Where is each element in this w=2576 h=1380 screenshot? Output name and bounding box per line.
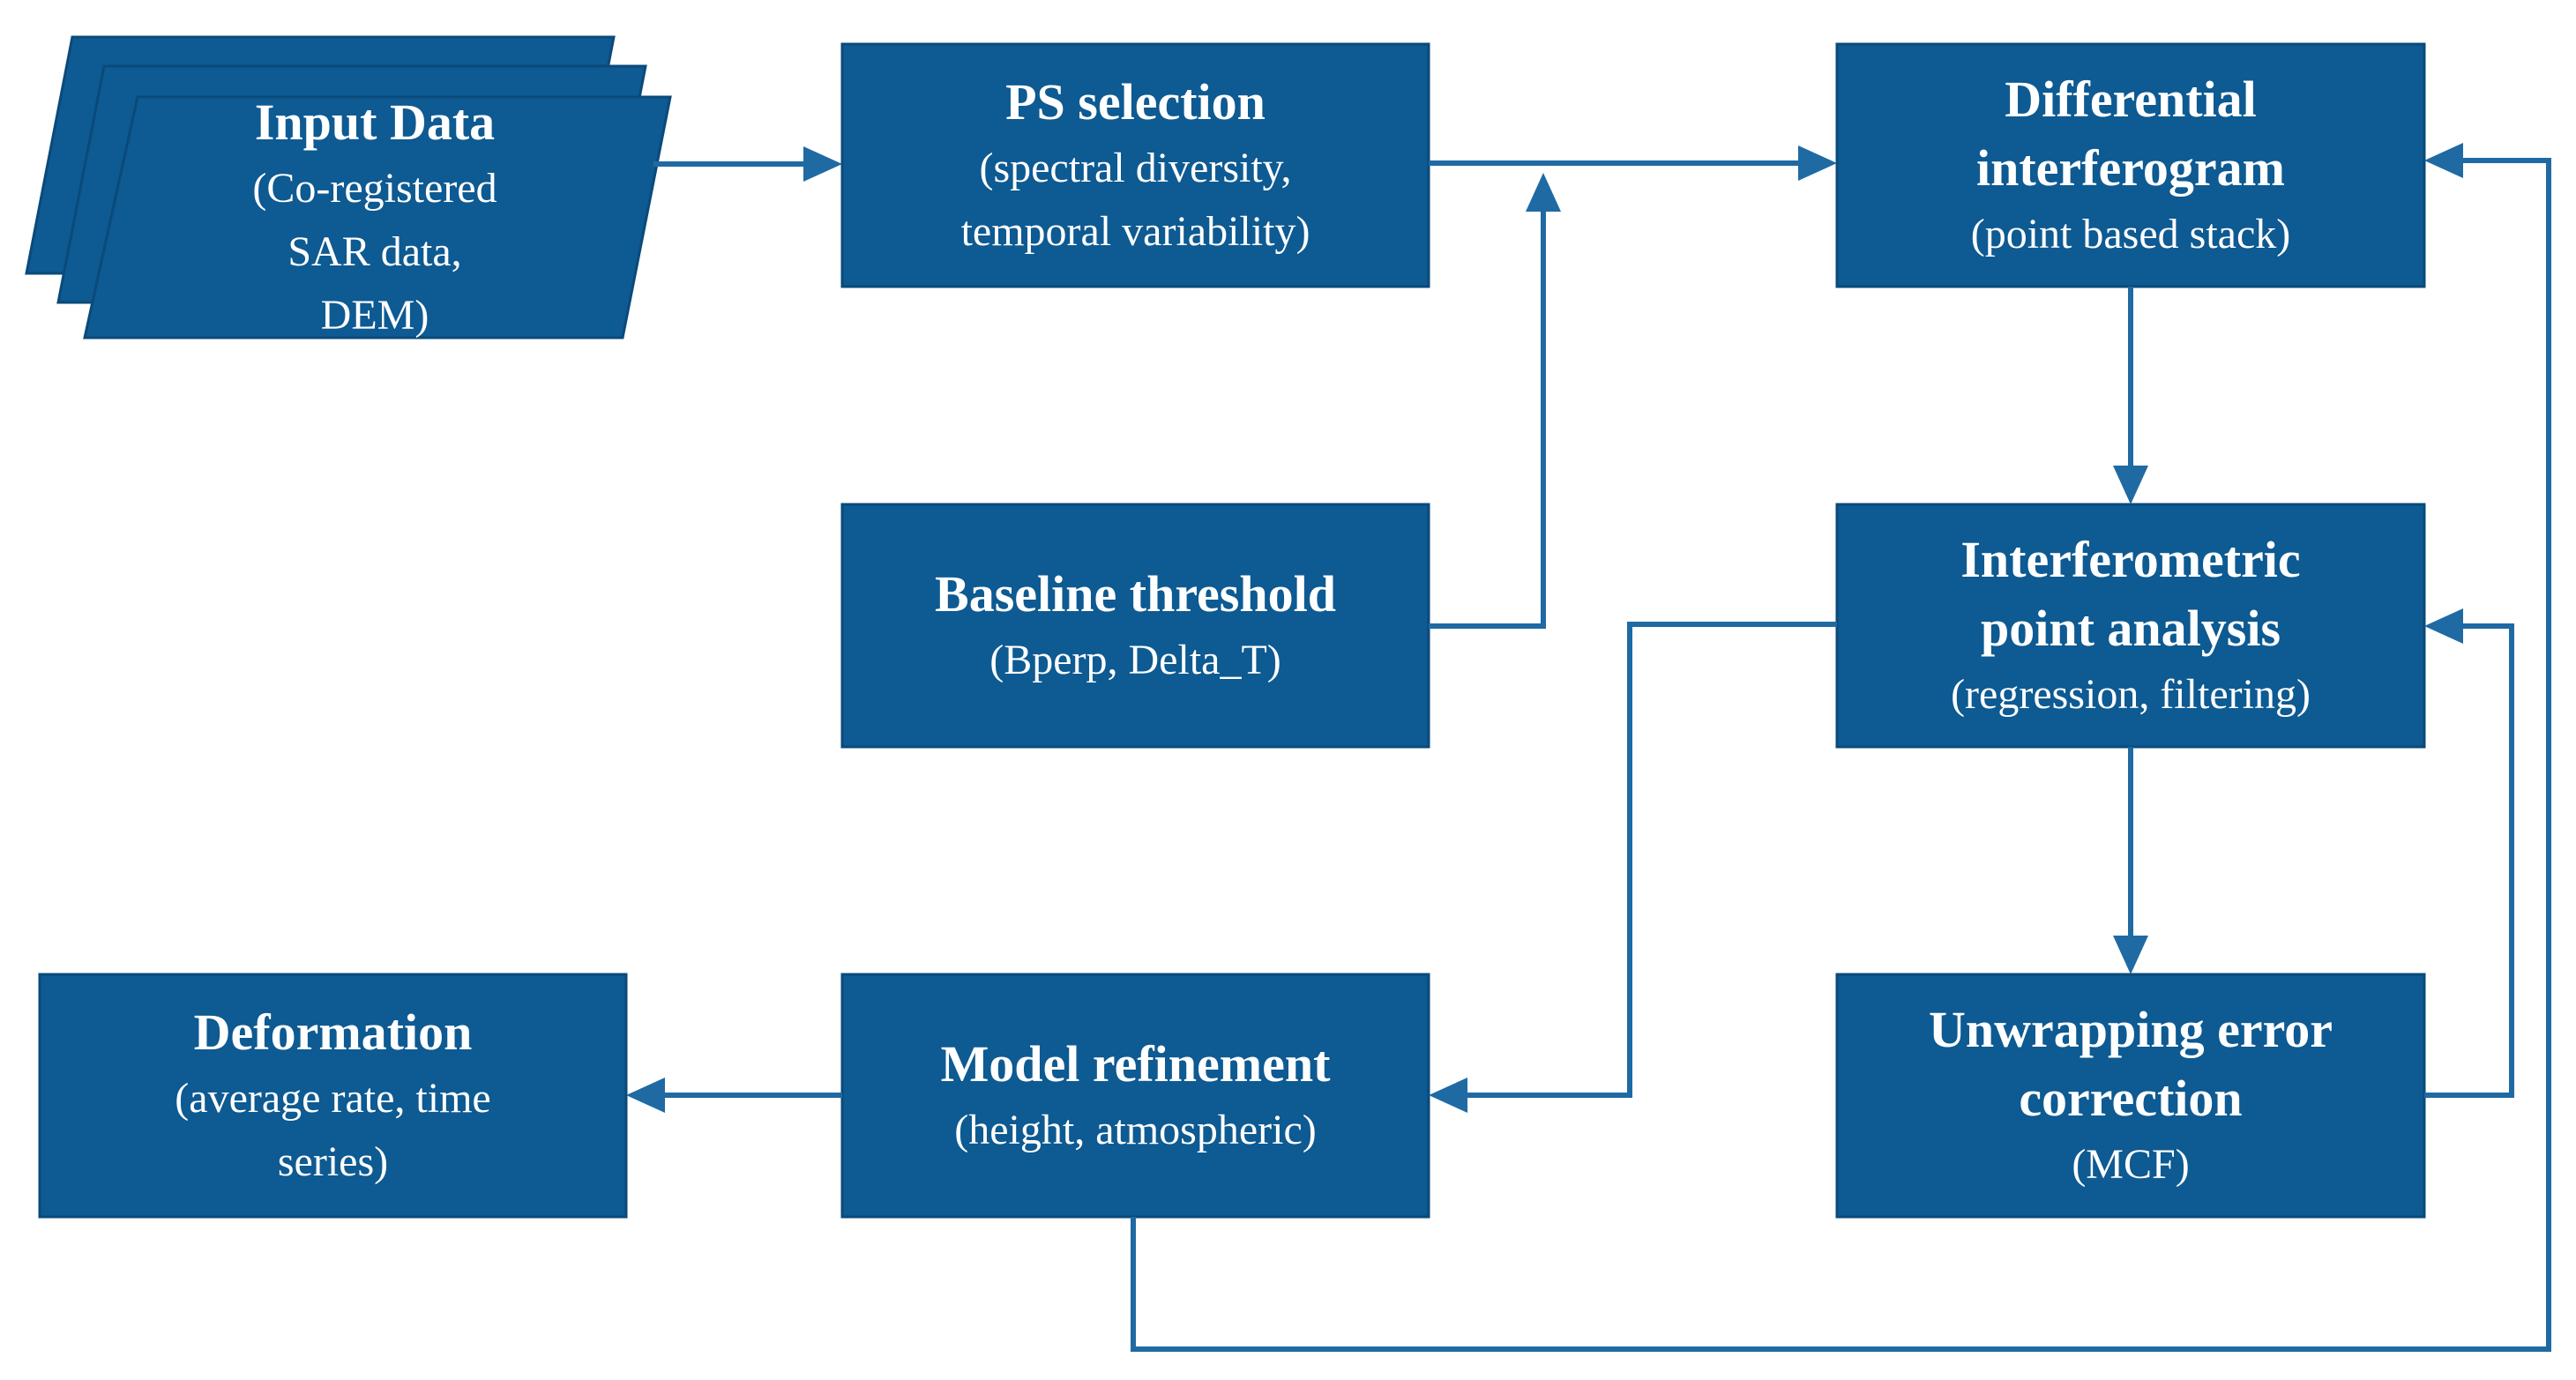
interferometric-point-analysis-line-1: (regression, filtering) (1951, 670, 2311, 718)
unwrapping-error-correction-label: Unwrapping error correction (MCF) (1837, 974, 2424, 1217)
input-data-line-2: SAR data, (287, 228, 462, 275)
input-data-stack-front (83, 95, 672, 339)
arrowhead (803, 146, 842, 182)
interferometric-point-analysis-title-1: Interferometric (1960, 530, 2301, 588)
arrowhead (2113, 936, 2148, 974)
edge-ps-to-differential (1429, 145, 1837, 181)
deformation-line-1: (average rate, time (175, 1074, 491, 1122)
input-data-title: Input Data (254, 93, 496, 151)
ps-selection-box (840, 42, 1430, 288)
input-data-label: Input Data (Co-registered SAR data, DEM) (176, 93, 573, 339)
edge-unwrapping-to-point-analysis (2424, 608, 2514, 1098)
ps-selection-title: PS selection (1005, 72, 1266, 131)
arrowhead (1429, 1078, 1467, 1113)
edge-input-to-ps (653, 146, 842, 182)
unwrapping-error-correction-title-1: Unwrapping error (1928, 1000, 2333, 1058)
differential-interferogram-title-2: interferogram (1976, 138, 2285, 197)
deformation-box (38, 973, 628, 1219)
unwrapping-error-correction-title-2: correction (2019, 1069, 2243, 1127)
ps-selection-label: PS selection (spectral diversity, tempor… (842, 44, 1429, 287)
differential-interferogram-label: Differential interferogram (point based … (1837, 44, 2424, 287)
edge-model-refinement-to-differential (1131, 143, 2551, 1352)
arrowhead (2424, 608, 2463, 644)
edge-baseline-to-merge (1429, 173, 1561, 629)
edge-differential-to-point-analysis (2113, 287, 2148, 504)
input-data-line-3: DEM) (320, 291, 429, 339)
model-refinement-box (840, 973, 1430, 1219)
ps-selection-line-1: (spectral diversity, (979, 144, 1292, 191)
deformation-line-2: series) (277, 1138, 389, 1185)
arrowhead (626, 1078, 665, 1113)
differential-interferogram-line-1: (point based stack) (1970, 210, 2291, 257)
baseline-threshold-box (840, 503, 1430, 749)
model-refinement-title: Model refinement (940, 1034, 1331, 1093)
edge-point-analysis-to-unwrapping (2113, 747, 2148, 974)
interferometric-point-analysis-title-2: point analysis (1980, 599, 2281, 657)
arrowhead (1798, 145, 1837, 181)
baseline-threshold-label: Baseline threshold (Bperp, Delta_T) (842, 504, 1429, 747)
baseline-threshold-title: Baseline threshold (935, 564, 1336, 623)
arrowhead (2424, 143, 2463, 178)
differential-interferogram-box (1835, 42, 2426, 288)
interferometric-point-analysis-label: Interferometric point analysis (regressi… (1837, 504, 2424, 747)
differential-interferogram-title-1: Differential (2005, 70, 2257, 128)
unwrapping-error-correction-line-1: (MCF) (2072, 1140, 2190, 1188)
arrowhead (1526, 173, 1561, 212)
deformation-label: Deformation (average rate, time series) (40, 974, 626, 1217)
arrowhead (2113, 466, 2148, 504)
input-data-line-1: (Co-registered (252, 164, 497, 212)
edge-model-refinement-to-deformation (626, 1078, 842, 1113)
model-refinement-line-1: (height, atmospheric) (954, 1106, 1317, 1153)
interferometric-point-analysis-box (1835, 503, 2426, 749)
deformation-title: Deformation (193, 1003, 473, 1061)
edge-point-analysis-to-model-refinement (1429, 622, 1837, 1113)
model-refinement-label: Model refinement (height, atmospheric) (842, 974, 1429, 1217)
baseline-threshold-line-1: (Bperp, Delta_T) (989, 636, 1281, 683)
ps-selection-line-2: temporal variability) (960, 207, 1310, 255)
